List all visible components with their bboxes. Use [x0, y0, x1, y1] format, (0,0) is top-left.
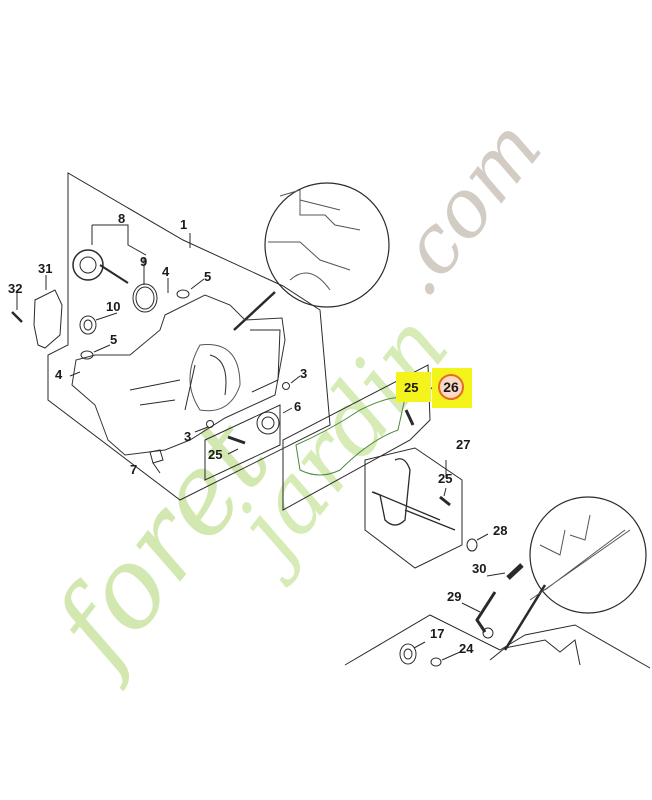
callout-1[interactable]: 1	[180, 217, 188, 232]
callout-5-top[interactable]: 5	[204, 269, 212, 284]
group-outline-crankcase	[47, 172, 331, 501]
callout-4-top[interactable]: 4	[162, 264, 170, 279]
group-outline-crankshaft	[364, 447, 463, 569]
callout-31[interactable]: 31	[38, 261, 53, 276]
group-outline-gasket	[282, 364, 431, 511]
callout-5-left[interactable]: 5	[110, 332, 118, 347]
highlight-box-25	[396, 372, 431, 402]
callout-6[interactable]: 6	[294, 399, 302, 414]
callout-10[interactable]: 10	[106, 299, 121, 314]
callout-4-left[interactable]: 4	[55, 367, 63, 382]
callout-28[interactable]: 28	[493, 523, 508, 538]
callout-25-highlighted[interactable]: 25	[404, 380, 419, 395]
callout-25-crankshaft[interactable]: 25	[438, 471, 453, 486]
callout-3-right[interactable]: 3	[300, 366, 308, 381]
callout-32[interactable]: 32	[8, 281, 23, 296]
callout-30[interactable]: 30	[472, 561, 487, 576]
detail-circle-top	[264, 182, 390, 308]
detail-circle-bottom	[529, 496, 647, 614]
callout-26-highlighted[interactable]: 26	[438, 374, 464, 400]
callout-25-left[interactable]: 25	[208, 447, 223, 462]
callout-7[interactable]: 7	[130, 462, 138, 477]
callout-29[interactable]: 29	[447, 589, 462, 604]
callout-27[interactable]: 27	[456, 437, 471, 452]
callout-24[interactable]: 24	[459, 641, 474, 656]
callout-3-bottom[interactable]: 3	[184, 429, 192, 444]
group-outline-bearing	[204, 404, 281, 481]
callout-8[interactable]: 8	[118, 211, 126, 226]
callout-17[interactable]: 17	[430, 626, 445, 641]
callout-9[interactable]: 9	[140, 254, 148, 269]
